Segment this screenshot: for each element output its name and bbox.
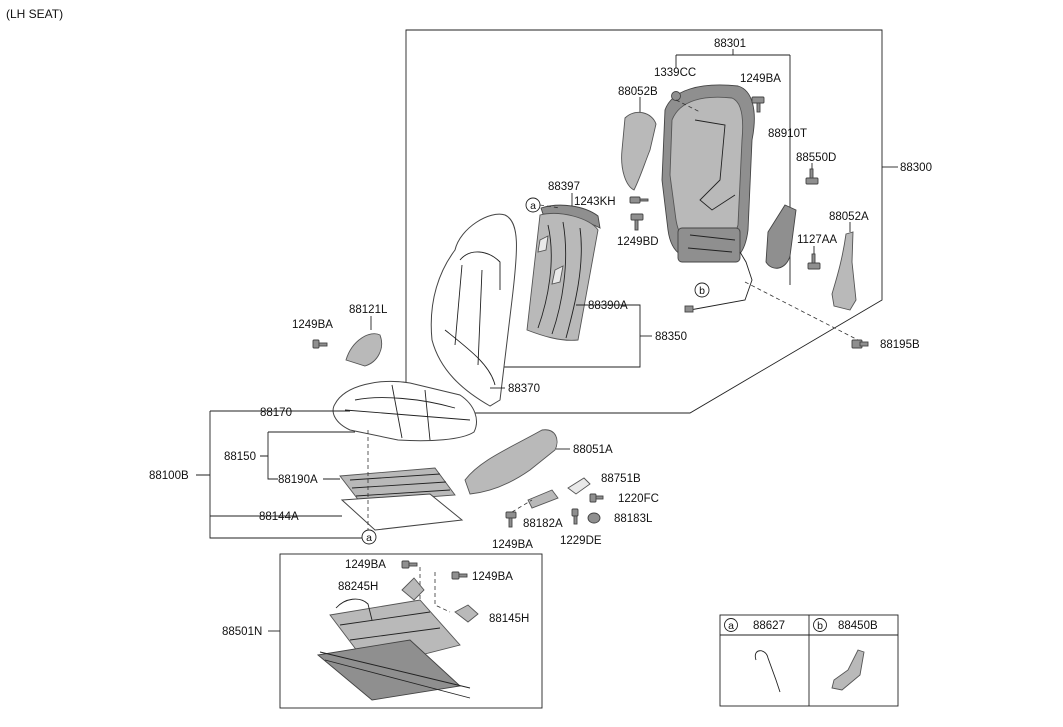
screw-1229DE [571, 508, 579, 525]
label-1249BA-track1: 1249BA [345, 559, 386, 571]
label-88301: 88301 [714, 38, 746, 50]
backrest-pad-88390A [526, 213, 599, 341]
dash-callout-a-top [539, 204, 561, 209]
backrest-cover [430, 213, 517, 407]
switch-panel [765, 204, 797, 269]
label-88501N: 88501N [222, 626, 262, 638]
bolt-1249BA-top [751, 96, 765, 113]
legend-b-part: 88450B [838, 620, 878, 632]
bolt-1249BA-track1 [401, 560, 418, 569]
bolt-88550D [805, 168, 819, 185]
bolt-1127AA [807, 253, 821, 270]
label-88144A: 88144A [259, 511, 299, 523]
label-1249BD: 1249BD [617, 236, 659, 248]
bolt-1249BA-mid [505, 511, 517, 528]
screw-1220FC [589, 493, 604, 503]
harness-connector [684, 305, 694, 313]
label-88150: 88150 [224, 451, 256, 463]
legend-b-letter: b [817, 620, 823, 632]
label-88182A: 88182A [523, 518, 563, 530]
dash-1339CC [675, 99, 701, 113]
label-88910T: 88910T [768, 128, 807, 140]
bracket-88100B [196, 410, 370, 539]
label-88052B: 88052B [618, 86, 658, 98]
label-88052A: 88052A [829, 211, 869, 223]
knob-88751B [567, 477, 591, 495]
dash-88195B [744, 281, 859, 341]
label-88145H: 88145H [489, 613, 529, 625]
label-1249BA-left: 1249BA [292, 319, 333, 331]
label-88550D: 88550D [796, 152, 836, 164]
sheet-88144A [340, 493, 464, 531]
bolt-1249BD [630, 213, 644, 231]
seatback-group-outline [405, 29, 883, 414]
label-1339CC: 1339CC [654, 67, 696, 79]
label-1249BA-mid: 1249BA [492, 539, 533, 551]
label-88100B: 88100B [149, 470, 189, 482]
label-1220FC: 1220FC [618, 493, 659, 505]
label-1127AA: 1127AA [797, 234, 837, 246]
label-88390A: 88390A [588, 300, 628, 312]
cap-88183L [587, 512, 601, 524]
label-88190A: 88190A [278, 474, 318, 486]
label-88121L: 88121L [349, 304, 388, 316]
label-1229DE: 1229DE [560, 535, 602, 547]
label-1249BA-top: 1249BA [740, 73, 781, 85]
dash-1249BA-mid [511, 499, 533, 513]
nut-1339CC [671, 91, 681, 101]
label-88170: 88170 [260, 407, 292, 419]
label-88195B: 88195B [880, 339, 920, 351]
bracket-88245H [401, 577, 425, 601]
cushion-cover-88170 [332, 380, 477, 442]
shield-88051A [464, 429, 558, 495]
legend-a-part: 88627 [753, 620, 785, 632]
heater-mat-88190A [339, 467, 456, 503]
label-88370: 88370 [508, 383, 540, 395]
wire-harness [689, 251, 753, 311]
bolt-1249BA-left [312, 339, 328, 349]
leader-88301 [675, 49, 791, 285]
diagram-title: (LH SEAT) [6, 7, 63, 21]
legend-a-letter: a [728, 620, 734, 632]
screw-1243KH [629, 196, 649, 204]
callout-b-letter: b [699, 285, 705, 297]
clip-88627 [754, 650, 781, 693]
legend-callout-a [724, 618, 738, 632]
label-88397: 88397 [548, 181, 580, 193]
label-88350: 88350 [655, 331, 687, 343]
label-1243KH: 1243KH [574, 196, 616, 208]
label-88245H: 88245H [338, 581, 378, 593]
bracket-88052A [831, 231, 857, 311]
callout-a-bottom [361, 529, 377, 545]
bracket-88150 [260, 431, 355, 480]
dash-track-bolts [419, 567, 451, 613]
label-88051A: 88051A [573, 444, 613, 456]
callout-b [694, 282, 710, 298]
label-88183L: 88183L [614, 513, 653, 525]
bracket-88450B [831, 649, 865, 691]
callout-a-bottom-letter: a [366, 532, 372, 544]
legend-table: a 88627 b 88450B [719, 614, 899, 707]
bolt-1249BA-track2 [451, 571, 468, 580]
lever-88182A [527, 489, 559, 509]
callout-a-top-letter: a [530, 200, 536, 212]
shield-88052B [621, 111, 657, 191]
label-88300: 88300 [900, 162, 932, 174]
label-88751B: 88751B [601, 473, 641, 485]
bracket-88145H [454, 604, 479, 623]
seatback-frame [661, 84, 755, 263]
legend-callout-b [813, 618, 827, 632]
seat-track-frame [316, 598, 471, 701]
bolt-88195B [851, 339, 869, 349]
label-1249BA-track2: 1249BA [472, 571, 513, 583]
cover-88121L [345, 333, 383, 367]
